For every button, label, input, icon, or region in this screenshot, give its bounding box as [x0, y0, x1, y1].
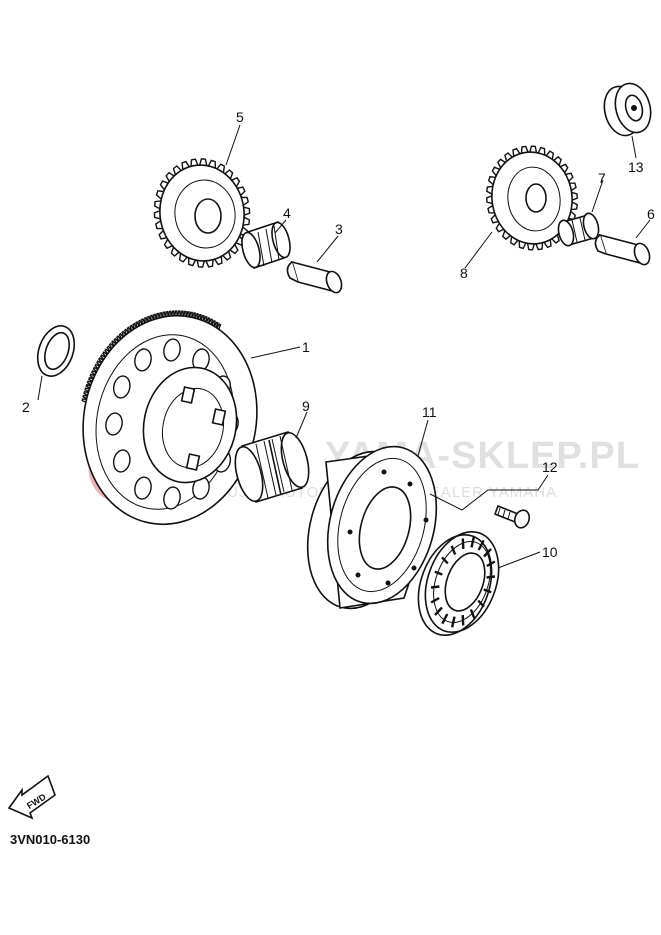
callout-8[interactable]: 8 [460, 265, 468, 281]
part-4-needle-bearing[interactable] [239, 220, 294, 270]
callout-6[interactable]: 6 [647, 206, 655, 222]
leader-lines [37, 124, 651, 569]
part-7-needle-bearing[interactable] [556, 212, 601, 248]
clutch-roller [450, 545, 457, 555]
clutch-roller [441, 556, 449, 565]
callout-10[interactable]: 10 [542, 544, 558, 560]
callout-11[interactable]: 11 [422, 404, 437, 420]
part-11-starter-clutch[interactable] [291, 434, 453, 620]
fwd-arrow-icon: FWD [7, 774, 56, 820]
part-9-needle-bearing[interactable] [230, 430, 314, 504]
part-10-one-way-clutch[interactable] [405, 522, 511, 646]
gear-1-hole [163, 486, 181, 510]
clutch-rollers [430, 536, 496, 628]
diagram-code: 3VN010-6130 [10, 832, 90, 847]
clutch-roller [461, 615, 465, 626]
clutch-roller [434, 606, 443, 616]
gear-1-hole [134, 476, 152, 500]
clutch-roller [486, 560, 496, 568]
part-13-ball-bearing[interactable] [599, 79, 656, 139]
clutch-roller [461, 538, 465, 549]
clutch-roller [486, 575, 496, 579]
part-2-washer[interactable] [31, 321, 81, 381]
part-6-shaft[interactable] [594, 233, 652, 267]
clutch-roller [477, 539, 485, 551]
gear-1-hole [134, 348, 152, 372]
clutch-roller [483, 548, 492, 558]
part-12-bolt[interactable] [493, 504, 532, 530]
callout-1[interactable]: 1 [302, 339, 310, 355]
clutch-roller [430, 585, 440, 589]
part-3-shaft[interactable] [286, 260, 344, 295]
callout-4[interactable]: 4 [283, 205, 291, 221]
callout-12[interactable]: 12 [542, 459, 558, 475]
gear-1-hole [105, 412, 123, 436]
callout-7[interactable]: 7 [598, 170, 606, 186]
callout-13[interactable]: 13 [628, 159, 644, 175]
callout-2[interactable]: 2 [22, 399, 30, 415]
callout-9[interactable]: 9 [302, 398, 310, 414]
clutch-roller [441, 613, 449, 625]
clutch-roller [470, 536, 476, 548]
callouts: 1 2 3 4 5 6 7 8 9 10 11 12 13 [22, 109, 655, 560]
gear-1-hole [112, 449, 131, 473]
gear-1-hole [112, 375, 131, 399]
clutch-roller [450, 616, 456, 628]
part-8-idler-gear[interactable] [485, 145, 579, 251]
clutch-roller [483, 588, 492, 594]
clutch-roller [430, 596, 440, 604]
part-1-starter-wheel-gear[interactable] [64, 299, 276, 540]
part-5-idler-gear[interactable] [153, 158, 251, 268]
gear-1-hole [163, 338, 181, 362]
callout-5[interactable]: 5 [236, 109, 244, 125]
callout-3[interactable]: 3 [335, 221, 343, 237]
clutch-roller [434, 570, 443, 576]
clutch-roller [477, 599, 485, 608]
clutch-roller [469, 609, 476, 619]
